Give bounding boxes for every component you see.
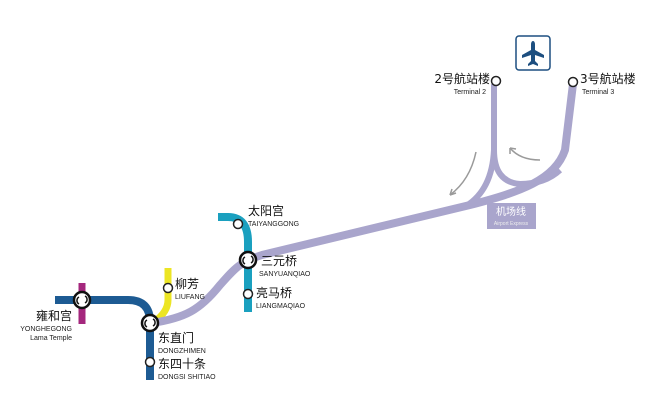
dongsishitiao-en: DONGSI SHITIAO <box>158 374 216 381</box>
yonghegong-cn: 雍和宫 <box>36 308 72 323</box>
sanyuanqiao-en: SANYUANQIAO <box>259 271 311 278</box>
taiyanggong-en: TAIYANGGONG <box>248 221 299 228</box>
airport-line-name: 机场线 <box>496 205 526 218</box>
arrow-to-t2-head <box>509 147 517 154</box>
direction-arrows <box>449 147 541 196</box>
station-liufang[interactable] <box>162 282 174 294</box>
station-liangmaqiao[interactable] <box>242 288 254 300</box>
airport-line-label: 机场线 Airport Express <box>487 203 536 229</box>
sanyuanqiao-cn: 三元桥 <box>261 254 297 268</box>
airplane-icon <box>515 35 551 71</box>
arrow-to-city-head <box>449 188 457 196</box>
transfer-icon <box>242 255 254 265</box>
station-terminal3[interactable] <box>567 76 579 88</box>
dongsishitiao-cn: 东四十条 <box>158 357 206 371</box>
terminal3-en: Terminal 3 <box>582 89 614 96</box>
yonghegong-en2: Lama Temple <box>30 335 72 342</box>
dongzhimen-cn: 东直门 <box>158 330 194 345</box>
station-dongsishitiao[interactable] <box>144 356 156 368</box>
station-terminal2[interactable] <box>490 75 502 87</box>
transfer-icon <box>144 318 156 328</box>
liufang-en: LIUFANG <box>175 294 205 301</box>
liangmaqiao-en: LIANGMAQIAO <box>256 303 306 310</box>
liangmaqiao-cn: 亮马桥 <box>256 285 292 300</box>
yonghegong-en: YONGHEGONG <box>20 326 72 333</box>
interchange-dongzhimen[interactable] <box>140 313 160 333</box>
terminal2-cn: 2号航站楼 <box>434 71 490 86</box>
interchange-yonghegong[interactable] <box>72 290 92 310</box>
terminal2-en: Terminal 2 <box>454 89 486 96</box>
arrow-to-t2 <box>509 147 541 161</box>
airport-line-sub: Airport Express <box>494 221 529 227</box>
arrow-to-city <box>449 151 477 196</box>
transfer-icon <box>76 295 88 305</box>
line-13 <box>151 268 172 325</box>
taiyanggong-cn: 太阳宫 <box>248 203 284 218</box>
liufang-cn: 柳芳 <box>175 277 199 291</box>
interchange-sanyuanqiao[interactable] <box>238 250 258 270</box>
terminal3-cn: 3号航站楼 <box>580 71 636 86</box>
dongzhimen-en: DONGZHIMEN <box>158 348 206 355</box>
station-taiyanggong[interactable] <box>232 218 244 230</box>
